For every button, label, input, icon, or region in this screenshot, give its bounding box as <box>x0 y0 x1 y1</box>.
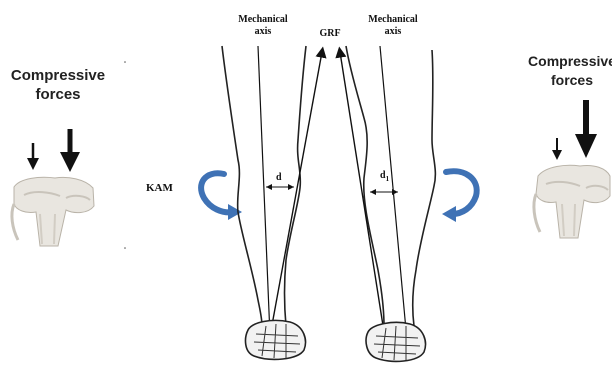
small-down-arrow-icon-right <box>552 138 562 160</box>
left-leg: Mechanical axis d <box>222 14 322 359</box>
left-foot-skeleton-icon <box>246 320 306 359</box>
right-distance-marker <box>370 189 398 195</box>
right-mechanical-axis-line <box>380 46 406 330</box>
grf-label: GRF <box>319 28 340 39</box>
right-mechanical-axis-line2: axis <box>385 26 402 37</box>
right-distance-label: d1 <box>380 170 390 183</box>
large-down-arrow-icon <box>60 129 80 172</box>
small-down-arrow-icon <box>27 143 39 170</box>
left-title-line2: forces <box>35 86 80 103</box>
left-curved-moment-arrow-icon <box>201 173 242 220</box>
left-mechanical-axis-line1: Mechanical <box>238 14 288 25</box>
right-curved-moment-arrow-icon <box>442 171 477 222</box>
right-leg: Mechanical axis d1 <box>340 14 477 361</box>
left-title-line1: Compressive <box>11 67 105 84</box>
left-distance-label: d <box>276 172 282 183</box>
left-panel: Compressive forces KAM <box>11 67 242 246</box>
kam-label: KAM <box>146 182 174 194</box>
right-panel: Compressive forces <box>528 53 612 238</box>
right-mechanical-axis-line1: Mechanical <box>368 14 418 25</box>
right-title-line2: forces <box>551 72 593 88</box>
right-title-line1: Compressive <box>528 53 612 69</box>
left-grf-line <box>270 52 322 336</box>
right-knee-joint-icon <box>534 165 610 238</box>
scan-dot <box>124 247 126 249</box>
left-mechanical-axis-line2: axis <box>255 26 272 37</box>
left-knee-joint-icon <box>12 177 94 246</box>
right-distance-label-sub: 1 <box>386 175 390 183</box>
scan-dot <box>124 61 126 63</box>
left-mechanical-axis-line <box>258 46 270 336</box>
left-distance-marker <box>266 184 294 190</box>
large-down-arrow-icon-right <box>575 100 597 158</box>
right-foot-skeleton-icon <box>366 322 425 361</box>
